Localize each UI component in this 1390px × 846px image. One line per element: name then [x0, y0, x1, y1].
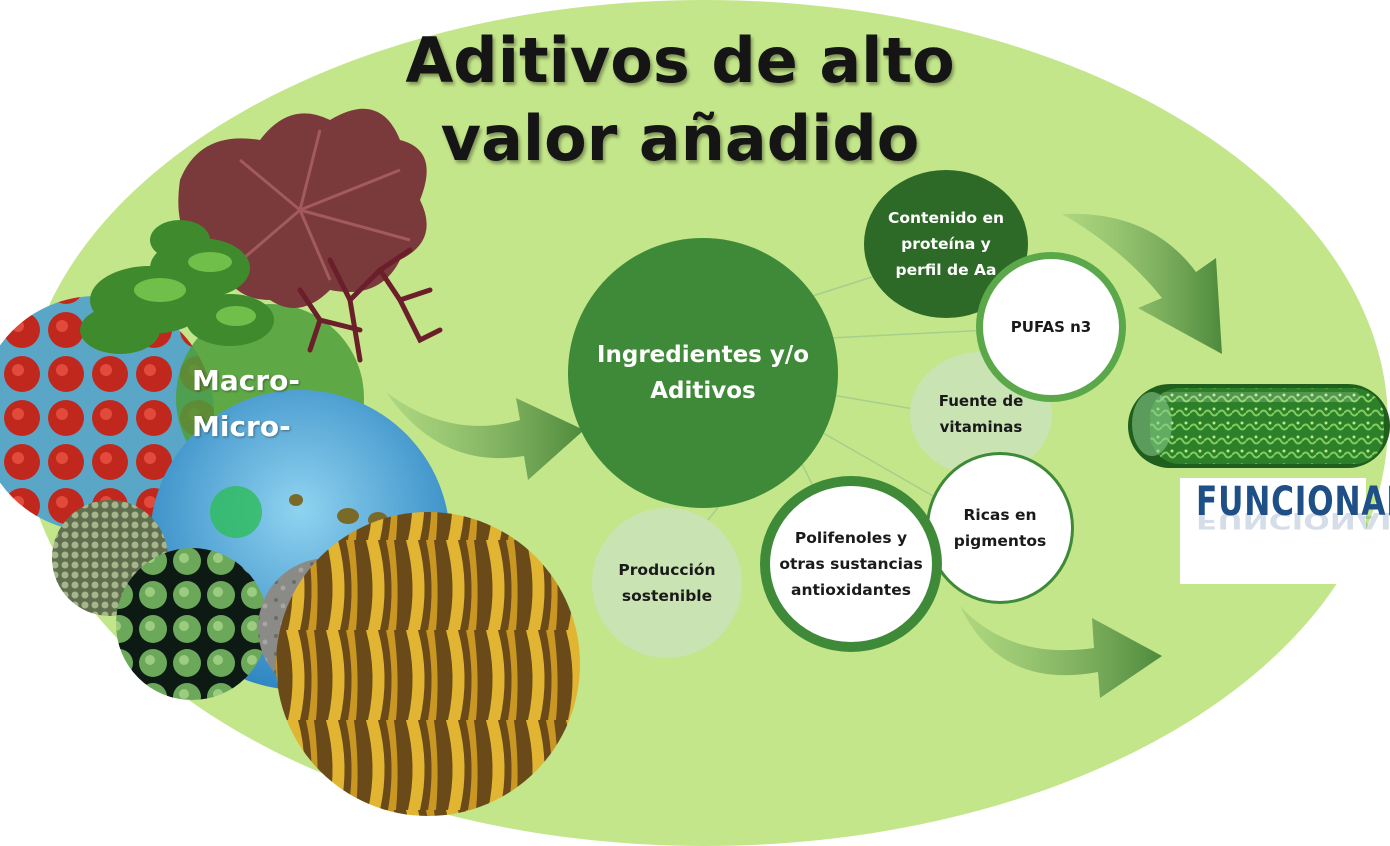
- polyphenols-line-2: otras sustancias: [779, 555, 923, 573]
- source-label: Macro- Micro-: [192, 358, 352, 450]
- page-title: Aditivos de alto valor añadido: [360, 22, 1000, 178]
- protein-line-1: Contenido en: [887, 209, 1004, 227]
- title-line-1: Aditivos de alto: [405, 24, 955, 97]
- micro-label: Micro-: [192, 410, 291, 443]
- hub-line-1: Ingredientes y/o: [596, 342, 810, 368]
- vitamins-line-2: vitaminas: [939, 418, 1023, 436]
- pigments-circle: Ricas en pigmentos: [926, 452, 1074, 604]
- sustainable-line-2: sostenible: [621, 587, 713, 605]
- protein-line-2: proteína y: [901, 235, 991, 253]
- pigments-line-2: pigmentos: [953, 532, 1047, 550]
- arrow-to-hub: [386, 392, 584, 480]
- sustainable-circle: Producción sostenible: [592, 508, 742, 658]
- funcional-panel: [1180, 478, 1366, 584]
- capsule-icon: [1128, 384, 1390, 468]
- sustainable-line-1: Producción: [618, 561, 716, 579]
- pufas-label: PUFAS n3: [1010, 318, 1092, 336]
- polyphenols-line-1: Polifenoles y: [794, 529, 908, 547]
- vitamins-line-1: Fuente de: [938, 392, 1024, 410]
- seaweed-collage-icon: [0, 108, 580, 816]
- pigments-line-1: Ricas en: [963, 506, 1037, 524]
- polyphenols-line-3: antioxidantes: [791, 581, 911, 599]
- pufas-circle: PUFAS n3: [976, 252, 1126, 402]
- hub-line-2: Aditivos: [650, 378, 756, 404]
- polyphenols-circle: Polifenoles y otras sustancias antioxida…: [760, 476, 942, 652]
- protein-line-3: perfil de Aa: [895, 261, 997, 279]
- funcional-reflection: FUNCIONAL: [1196, 507, 1390, 533]
- arrow-bottom-right: [960, 606, 1162, 698]
- hub-circle: Ingredientes y/o Aditivos: [568, 238, 838, 508]
- title-line-2: valor añadido: [440, 102, 920, 175]
- macro-label: Macro-: [192, 364, 301, 397]
- arrow-to-capsule: [1062, 213, 1222, 354]
